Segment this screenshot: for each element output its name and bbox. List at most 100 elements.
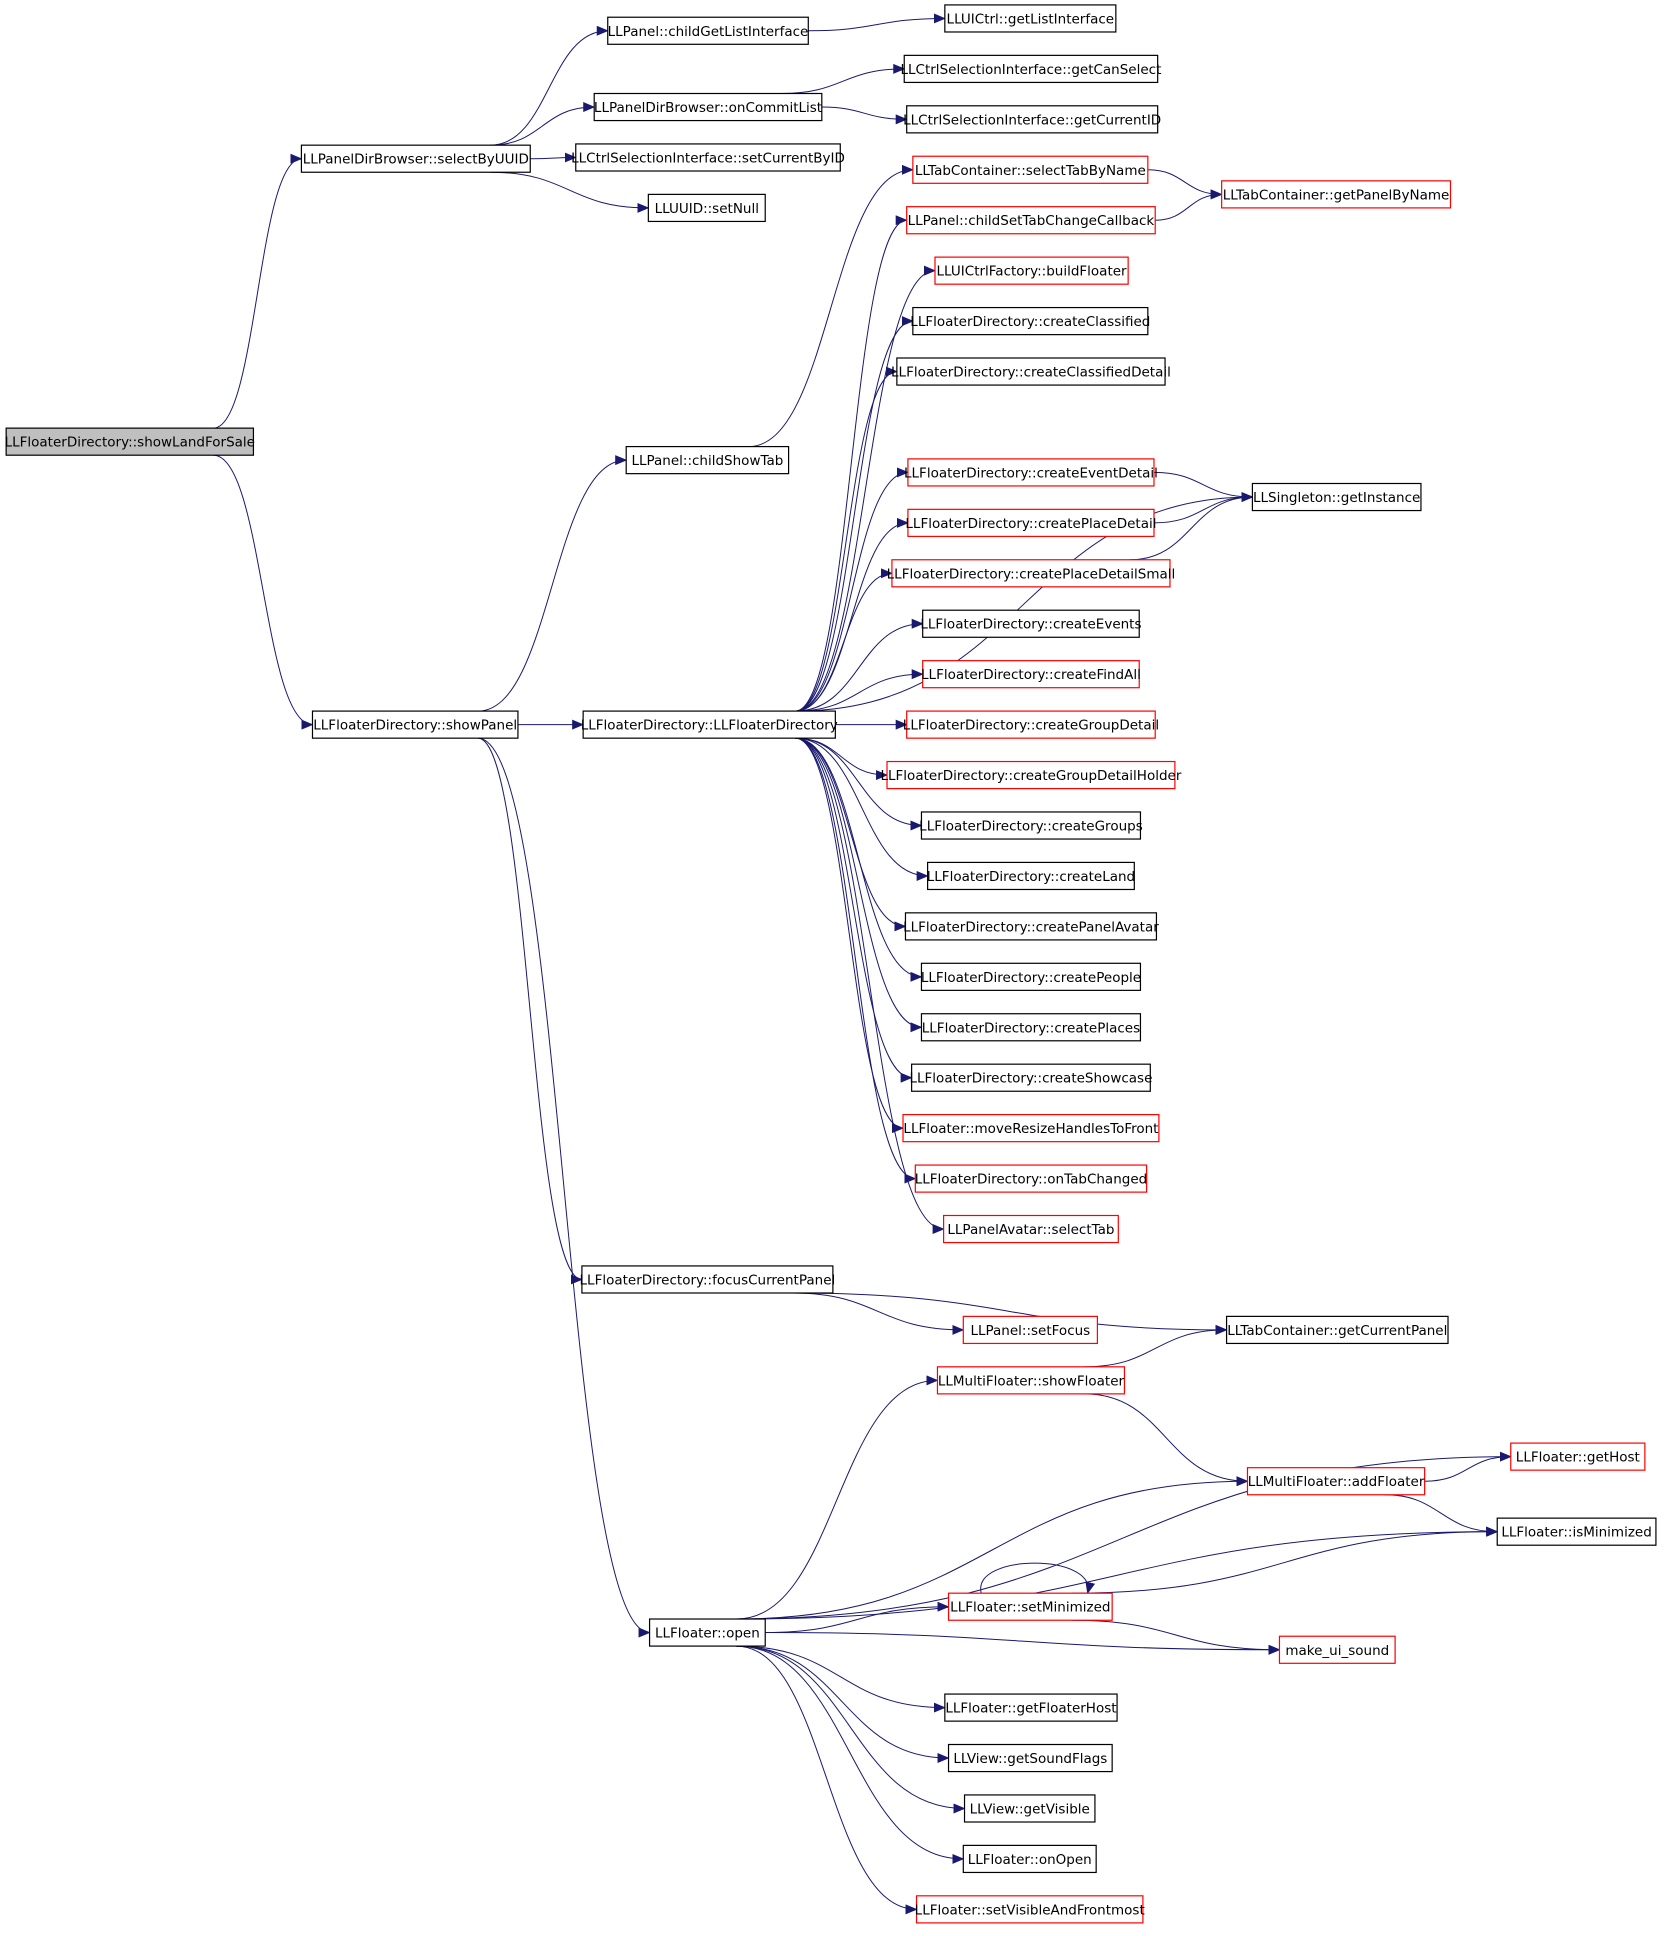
node-box[interactable] (906, 710, 1156, 739)
node-selectTabByName[interactable]: LLTabContainer::selectTabByName (912, 155, 1149, 184)
node-box[interactable] (1251, 482, 1422, 512)
node-box[interactable] (904, 912, 1158, 941)
node-box[interactable] (886, 760, 1176, 790)
node-showFloater[interactable]: LLMultiFloater::showFloater (936, 1366, 1126, 1395)
node-childGetListInterface[interactable]: LLPanel::childGetListInterface (607, 16, 809, 45)
node-childSetTabChangeCallback[interactable]: LLPanel::childSetTabChangeCallback (906, 206, 1156, 235)
node-box[interactable] (648, 1618, 766, 1647)
node-createClassified[interactable]: LLFloaterDirectory::createClassified (910, 306, 1150, 336)
node-getCanSelect[interactable]: LLCtrlSelectionInterface::getCanSelect (901, 54, 1162, 84)
node-box[interactable] (311, 710, 519, 739)
node-box[interactable] (947, 1592, 1113, 1621)
node-box[interactable] (625, 445, 790, 475)
node-box[interactable] (1496, 1517, 1657, 1546)
node-onOpen[interactable]: LLFloater::onOpen (962, 1844, 1097, 1874)
node-box[interactable] (906, 105, 1159, 134)
node-getVisible[interactable]: LLView::getVisible (963, 1794, 1096, 1823)
node-box[interactable] (607, 16, 809, 45)
node-createPlaces[interactable]: LLFloaterDirectory::createPlaces (920, 1013, 1142, 1042)
node-box[interactable] (581, 1265, 834, 1294)
node-onCommitList[interactable]: LLPanelDirBrowser::onCommitList (593, 92, 823, 122)
node-getHost[interactable]: LLFloater::getHost (1510, 1442, 1646, 1471)
node-setNull[interactable]: LLUUID::setNull (647, 193, 766, 223)
node-box[interactable] (934, 256, 1129, 285)
node-childShowTab[interactable]: LLPanel::childShowTab (625, 445, 790, 475)
node-setCurrentByID[interactable]: LLCtrlSelectionInterface::setCurrentByID (571, 143, 845, 172)
node-createPlaceDetailSmall[interactable]: LLFloaterDirectory::createPlaceDetailSma… (887, 559, 1176, 588)
node-box[interactable] (920, 1013, 1142, 1042)
node-box[interactable] (947, 1743, 1113, 1773)
node-getCurrentID[interactable]: LLCtrlSelectionInterface::getCurrentID (903, 105, 1161, 134)
node-box[interactable] (944, 1693, 1118, 1722)
node-box[interactable] (915, 1895, 1144, 1924)
node-showPanel[interactable]: LLFloaterDirectory::showPanel (311, 710, 519, 739)
node-getSoundFlags[interactable]: LLView::getSoundFlags (947, 1743, 1113, 1773)
node-box[interactable] (300, 144, 531, 173)
node-setMinimized[interactable]: LLFloater::setMinimized (947, 1592, 1113, 1621)
node-createGroups[interactable]: LLFloaterDirectory::createGroups (919, 811, 1143, 840)
node-make_ui_sound[interactable]: make_ui_sound (1278, 1635, 1396, 1664)
node-createShowcase[interactable]: LLFloaterDirectory::createShowcase (910, 1063, 1153, 1092)
node-box[interactable] (582, 710, 836, 739)
node-box[interactable] (5, 427, 255, 456)
node-getListInterface[interactable]: LLUICtrl::getListInterface (944, 4, 1117, 33)
node-moveResizeHandlesToFront[interactable]: LLFloater::moveResizeHandlesToFront (902, 1114, 1160, 1143)
node-box[interactable] (920, 811, 1142, 840)
node-isMinimized[interactable]: LLFloater::isMinimized (1496, 1517, 1657, 1546)
node-box[interactable] (1221, 180, 1452, 209)
node-createLand[interactable]: LLFloaterDirectory::createLand (927, 861, 1135, 891)
node-selectTab[interactable]: LLPanelAvatar::selectTab (943, 1214, 1119, 1244)
node-selectByUUID[interactable]: LLPanelDirBrowser::selectByUUID (300, 144, 531, 173)
node-LLFloaterDirectory[interactable]: LLFloaterDirectory::LLFloaterDirectory (581, 710, 838, 739)
node-showLandForSale[interactable]: LLFloaterDirectory::showLandForSale (5, 427, 255, 456)
node-box[interactable] (944, 4, 1117, 33)
node-createPanelAvatar[interactable]: LLFloaterDirectory::createPanelAvatar (903, 912, 1159, 941)
node-createEventDetail[interactable]: LLFloaterDirectory::createEventDetail (904, 458, 1158, 487)
node-box[interactable] (943, 1214, 1119, 1244)
node-addFloater[interactable]: LLMultiFloater::addFloater (1246, 1467, 1426, 1496)
node-box[interactable] (902, 1114, 1160, 1143)
node-box[interactable] (647, 193, 766, 223)
node-buildFloater[interactable]: LLUICtrlFactory::buildFloater (934, 256, 1129, 285)
node-createPlaceDetail[interactable]: LLFloaterDirectory::createPlaceDetail (905, 508, 1157, 537)
node-getInstance[interactable]: LLSingleton::getInstance (1251, 482, 1422, 512)
node-setVisibleAndFrontmost[interactable]: LLFloater::setVisibleAndFrontmost (915, 1895, 1145, 1924)
node-box[interactable] (927, 861, 1135, 891)
node-box[interactable] (907, 458, 1155, 487)
node-box[interactable] (962, 1844, 1097, 1874)
node-open[interactable]: LLFloater::open (648, 1618, 766, 1647)
node-box[interactable] (575, 143, 841, 172)
node-box[interactable] (906, 206, 1156, 235)
node-box[interactable] (1225, 1315, 1449, 1345)
node-createEvents[interactable]: LLFloaterDirectory::createEvents (920, 609, 1142, 638)
node-box[interactable] (912, 155, 1149, 184)
node-getFloaterHost[interactable]: LLFloater::getFloaterHost (944, 1693, 1118, 1722)
node-box[interactable] (920, 962, 1142, 991)
node-box[interactable] (1510, 1442, 1646, 1471)
node-createGroupDetailHolder[interactable]: LLFloaterDirectory::createGroupDetailHol… (881, 760, 1182, 790)
node-getCurrentPanel[interactable]: LLTabContainer::getCurrentPanel (1225, 1315, 1449, 1345)
node-box[interactable] (903, 54, 1159, 84)
node-box[interactable] (891, 559, 1171, 588)
node-createGroupDetail[interactable]: LLFloaterDirectory::createGroupDetail (903, 710, 1159, 739)
node-box[interactable] (963, 1794, 1096, 1823)
node-createFindAll[interactable]: LLFloaterDirectory::createFindAll (921, 660, 1141, 689)
node-box[interactable] (922, 660, 1140, 689)
node-onTabChanged[interactable]: LLFloaterDirectory::onTabChanged (914, 1164, 1148, 1193)
node-getPanelByName[interactable]: LLTabContainer::getPanelByName (1221, 180, 1452, 209)
node-box[interactable] (962, 1315, 1098, 1345)
node-box[interactable] (896, 357, 1166, 386)
node-box[interactable] (911, 1063, 1151, 1092)
node-box[interactable] (593, 92, 823, 122)
node-createPeople[interactable]: LLFloaterDirectory::createPeople (920, 962, 1142, 991)
node-box[interactable] (922, 609, 1140, 638)
node-createClassifiedDetail[interactable]: LLFloaterDirectory::createClassifiedDeta… (891, 357, 1171, 386)
node-focusCurrentPanel[interactable]: LLFloaterDirectory::focusCurrentPanel (580, 1265, 836, 1294)
node-box[interactable] (936, 1366, 1126, 1395)
node-box[interactable] (912, 306, 1149, 336)
node-setFocus[interactable]: LLPanel::setFocus (962, 1315, 1098, 1345)
node-box[interactable] (907, 508, 1155, 537)
node-box[interactable] (1246, 1467, 1426, 1496)
node-box[interactable] (1278, 1635, 1396, 1664)
node-box[interactable] (914, 1164, 1148, 1193)
